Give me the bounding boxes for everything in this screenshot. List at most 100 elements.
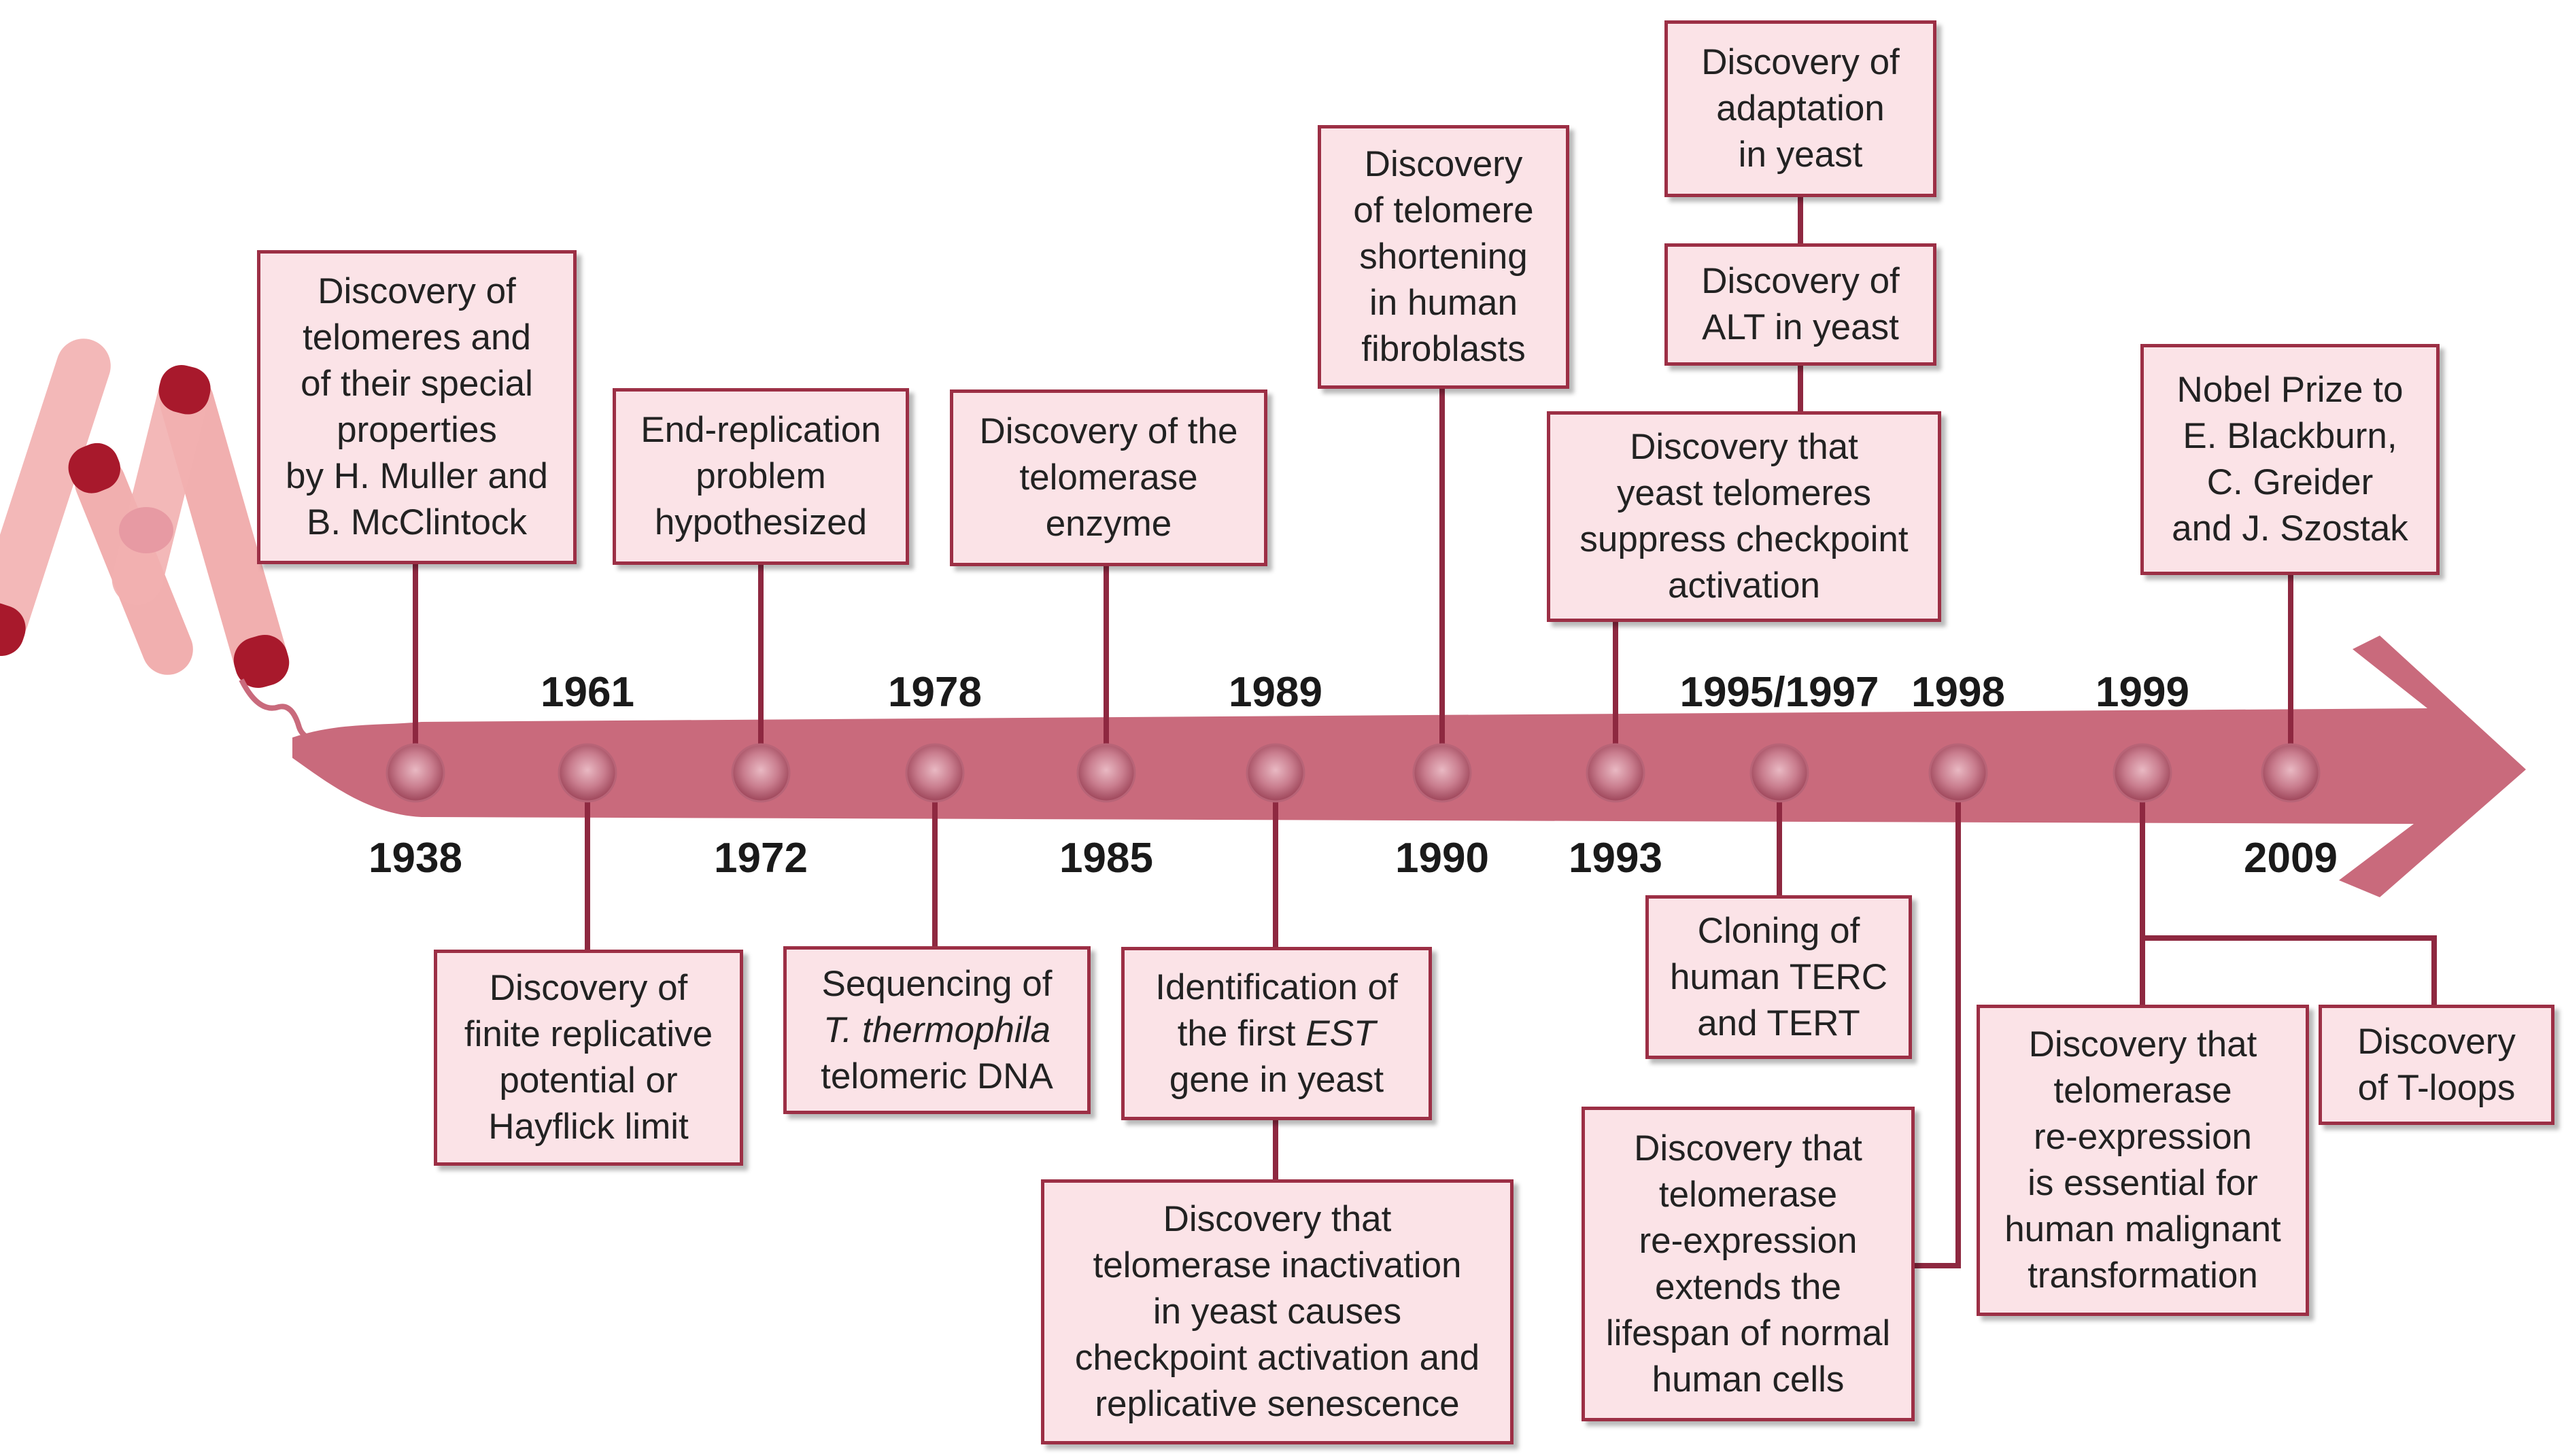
- event-text-line: adaptation: [1716, 88, 1885, 128]
- event-text-line: transformation: [2028, 1255, 2258, 1296]
- event-text-line: checkpoint activation and: [1074, 1338, 1480, 1378]
- event-text-line: enzyme: [1045, 504, 1172, 544]
- year-label-2009: 2009: [2244, 835, 2338, 882]
- event-text-line: hypothesized: [654, 502, 868, 542]
- event-text-line: extends the: [1654, 1266, 1842, 1307]
- event-text-line: and J. Szostak: [2172, 508, 2408, 549]
- event-box-e1995: Cloning of human TERC and TERT: [1645, 895, 1912, 1059]
- event-text-line: Hayflick limit: [488, 1107, 689, 1147]
- year-label-1978: 1978: [888, 669, 982, 716]
- timeline-dot: [1928, 743, 1988, 803]
- event-text-line: lifespan of normal: [1605, 1313, 1891, 1353]
- timeline-dot: [905, 743, 965, 803]
- event-box-e1993b: Discovery of ALT in yeast: [1664, 243, 1936, 366]
- event-text-line: re-expression: [1639, 1220, 1858, 1261]
- event-text-line: telomerase: [1019, 457, 1198, 498]
- timeline-dot: [386, 743, 445, 803]
- year-label-1998: 1998: [1911, 669, 2005, 716]
- year-label-1999: 1999: [2096, 669, 2189, 716]
- timeline-dot: [1749, 743, 1809, 803]
- event-text-line: yeast telomeres: [1616, 473, 1872, 513]
- event-text-line: Discovery of: [318, 271, 516, 311]
- event-text-line: properties: [337, 410, 497, 450]
- connector-line: [2142, 935, 2437, 1005]
- event-text-line: in yeast causes: [1152, 1292, 1402, 1332]
- event-text-line: activation: [1668, 566, 1820, 606]
- event-text-line: telomerase: [1658, 1174, 1838, 1215]
- event-text-line: Discovery of: [489, 968, 688, 1008]
- event-box-e1972: End-replication problem hypothesized: [613, 388, 909, 565]
- event-text-line: of T-loops: [2357, 1067, 2516, 1108]
- event-text-line: of their special: [301, 364, 533, 404]
- event-text-line: telomerase: [2053, 1071, 2232, 1111]
- event-box-e1978: Sequencing of T. thermophila telomeric DNA: [783, 946, 1091, 1114]
- event-text-line: shortening: [1359, 237, 1528, 277]
- event-text-line: Discovery that: [2028, 1024, 2257, 1064]
- event-text-line: B. McClintock: [307, 502, 527, 542]
- year-label-1985: 1985: [1059, 835, 1153, 882]
- event-box-e2009: Nobel Prize to E. Blackburn, C. Greider and…: [2140, 344, 2440, 575]
- connector-line: [1915, 773, 1961, 1268]
- timeline-dot: [731, 743, 791, 803]
- event-text-line: of telomere: [1353, 190, 1534, 230]
- event-text-line: suppress checkpoint: [1579, 519, 1909, 559]
- event-text-line: End-replication: [640, 410, 881, 450]
- event-text-line: human malignant: [2004, 1209, 2281, 1249]
- event-box-e1961: Discovery of finite replicative potential …: [434, 950, 743, 1166]
- event-text-line: Discovery: [2357, 1021, 2516, 1062]
- timeline-dot: [2113, 743, 2172, 803]
- year-label-1938: 1938: [369, 835, 462, 882]
- timeline-dot: [1586, 743, 1645, 803]
- event-text-line: Discovery of: [1701, 261, 1900, 301]
- event-text-line: problem: [696, 456, 826, 496]
- timeline-dot: [1412, 743, 1472, 803]
- timeline-dot: [558, 743, 617, 803]
- event-text-line: Identification of: [1155, 967, 1398, 1007]
- event-text-line: ALT in yeast: [1702, 307, 1899, 347]
- year-label-1990: 1990: [1395, 835, 1489, 882]
- event-text-line: Discovery that: [1630, 427, 1858, 467]
- event-text-line: gene in yeast: [1169, 1059, 1384, 1100]
- event-text-line: potential or: [499, 1060, 678, 1100]
- event-text-line: Discovery of: [1701, 42, 1900, 82]
- event-text-line: the first EST: [1177, 1013, 1376, 1054]
- event-text-line: replicative senescence: [1095, 1384, 1460, 1424]
- event-text-line: E. Blackburn,: [2183, 416, 2397, 456]
- event-text-line: telomerase inactivation: [1093, 1245, 1462, 1285]
- timeline-dots: [386, 743, 2321, 803]
- event-box-e1999a: Discovery that telomerase re-expression is …: [1977, 1005, 2309, 1316]
- event-text-line: re-expression: [2033, 1117, 2253, 1157]
- event-text-line: fibroblasts: [1361, 329, 1526, 369]
- event-text-line: telomeres and: [303, 317, 531, 358]
- timeline-dot: [1246, 743, 1305, 803]
- event-box-e1993c: Discovery of adaptation in yeast: [1664, 20, 1936, 197]
- event-text-line: Cloning of: [1697, 910, 1860, 951]
- year-label-1995-1997: 1995/1997: [1679, 669, 1879, 716]
- event-text-line: is essential for: [2028, 1163, 2258, 1203]
- event-text-line: in human: [1369, 283, 1518, 323]
- event-text-line: T. thermophila: [823, 1009, 1050, 1050]
- timeline-dot: [2261, 743, 2321, 803]
- timeline-arrow: [292, 636, 2526, 897]
- event-text-line: human cells: [1652, 1359, 1845, 1400]
- chromosome-icon: [0, 339, 354, 746]
- event-text-line: in yeast: [1738, 135, 1863, 175]
- year-label-1989: 1989: [1229, 669, 1322, 716]
- event-text-line: C. Greider: [2206, 462, 2374, 502]
- year-label-1972: 1972: [714, 835, 808, 882]
- event-text-line: telomeric DNA: [821, 1056, 1053, 1096]
- event-text-line: Sequencing of: [821, 963, 1053, 1004]
- event-text-line: Nobel Prize to: [2176, 370, 2404, 410]
- event-box-e1993a: Discovery that yeast telomeres suppress ch…: [1547, 411, 1941, 622]
- event-text-line: finite replicative: [464, 1014, 713, 1054]
- event-text-line: and TERT: [1697, 1003, 1860, 1043]
- event-text-line: human TERC: [1669, 956, 1888, 997]
- year-label-1993: 1993: [1569, 835, 1662, 882]
- event-text-line: by H. Muller and: [286, 456, 548, 496]
